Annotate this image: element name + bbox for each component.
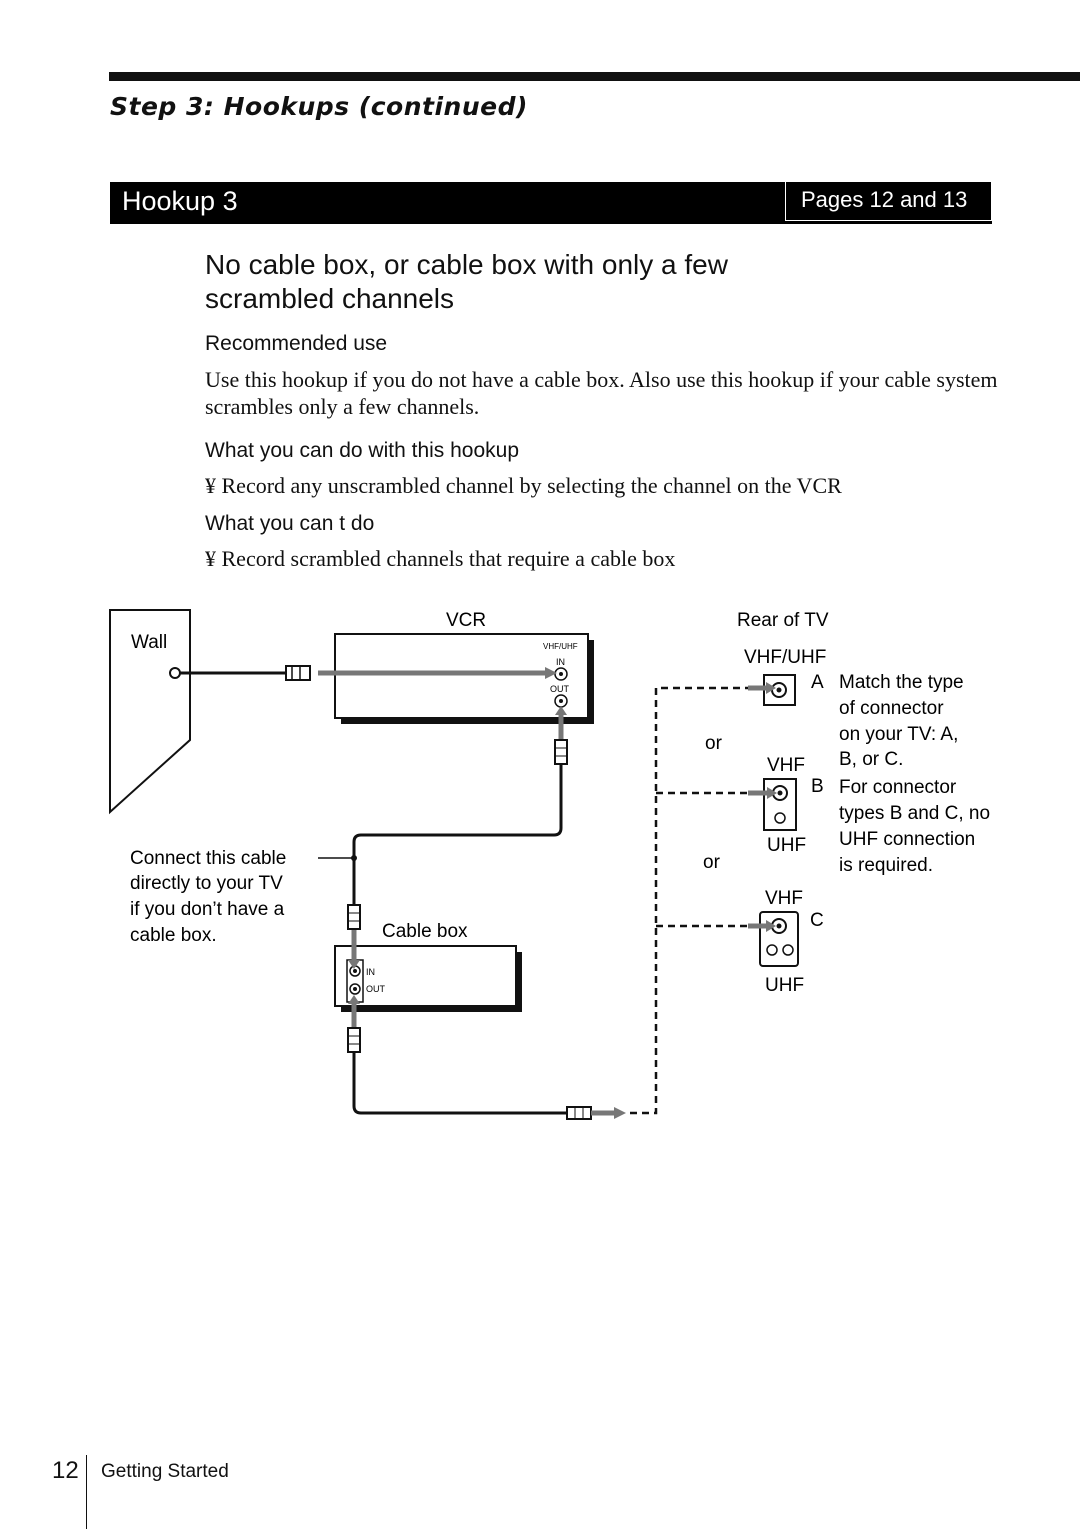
vcr-in-arrow-icon <box>545 667 557 679</box>
vcr-to-cablebox-cable <box>352 764 563 905</box>
rear-tv-label: Rear of TV <box>737 610 829 631</box>
vcr-in-label: IN <box>556 657 565 667</box>
pages-reference: Pages 12 and 13 <box>801 187 968 212</box>
can-do-item: ¥ Record any unscrambled channel by sele… <box>205 473 842 498</box>
uhf-c-label: UHF <box>765 975 804 996</box>
cant-do-item: ¥ Record scrambled channels that require… <box>205 546 676 571</box>
vhf-b-label: VHF <box>767 755 805 776</box>
to-tv-arrow-icon <box>614 1107 626 1119</box>
wall-outlet-icon <box>169 667 181 679</box>
cablebox-out-label: OUT <box>366 984 386 994</box>
hookup-title: Hookup 3 <box>122 186 238 216</box>
letter-b: B <box>811 776 824 797</box>
connect-note: Connect this cable directly to your TV i… <box>130 848 292 946</box>
recommended-use-text: Use this hookup if you do not have a cab… <box>205 367 998 419</box>
wall-cable-connector-icon <box>285 665 311 681</box>
can-do-heading: What you can do with this hookup <box>205 439 520 462</box>
hookup-diagram: Wall VCR VHF/UHF IN OUT Connect this cab… <box>109 609 995 1120</box>
vhf-uhf-label: VHF/UHF <box>744 647 826 668</box>
cablebox-in-label: IN <box>366 967 375 977</box>
section-title: Step 3: Hookups (continued) <box>110 92 528 121</box>
cable-box-label: Cable box <box>382 921 468 942</box>
wall-shape <box>109 609 191 815</box>
or-label-2: or <box>703 852 721 873</box>
cablebox-in-arrow-icon <box>348 960 360 969</box>
wall-label: Wall <box>131 632 167 653</box>
vcr-out-label: OUT <box>550 684 570 694</box>
hookup-title-bar <box>110 182 992 224</box>
recommended-use-heading: Recommended use <box>205 332 388 355</box>
pages-reference-box <box>785 181 992 221</box>
cant-do-heading: What you can t do <box>205 512 375 535</box>
uhf-b-label: UHF <box>767 835 806 856</box>
main-heading: No cable box, or cable box with only a f… <box>205 249 728 314</box>
or-label-1: or <box>705 733 723 754</box>
cablebox-out-arrow-icon <box>348 995 360 1004</box>
vcr-label: VCR <box>446 610 486 631</box>
cablebox-in-connector-icon <box>347 904 361 930</box>
footer-rule <box>86 1455 87 1529</box>
tv-cable-connector-icon <box>566 1106 592 1120</box>
match-note: Match the type of connector on your TV: … <box>839 672 969 770</box>
bc-note: For connector types B and C, no UHF conn… <box>839 777 995 876</box>
cablebox-out-connector-icon <box>347 1027 361 1053</box>
top-rule <box>109 72 1080 81</box>
cable-box <box>334 945 517 1007</box>
footer-label: Getting Started <box>101 1461 229 1482</box>
cablebox-to-tv-cable <box>352 1052 567 1115</box>
vcr-out-connector-icon <box>554 739 568 765</box>
page-number: 12 <box>52 1457 79 1484</box>
vcr-out-arrow-icon <box>555 706 567 715</box>
vhf-c-label: VHF <box>765 888 803 909</box>
letter-a: A <box>811 672 824 693</box>
dashed-route <box>630 686 748 1115</box>
letter-c: C <box>810 910 824 931</box>
vcr-port-label: VHF/UHF <box>543 642 578 651</box>
